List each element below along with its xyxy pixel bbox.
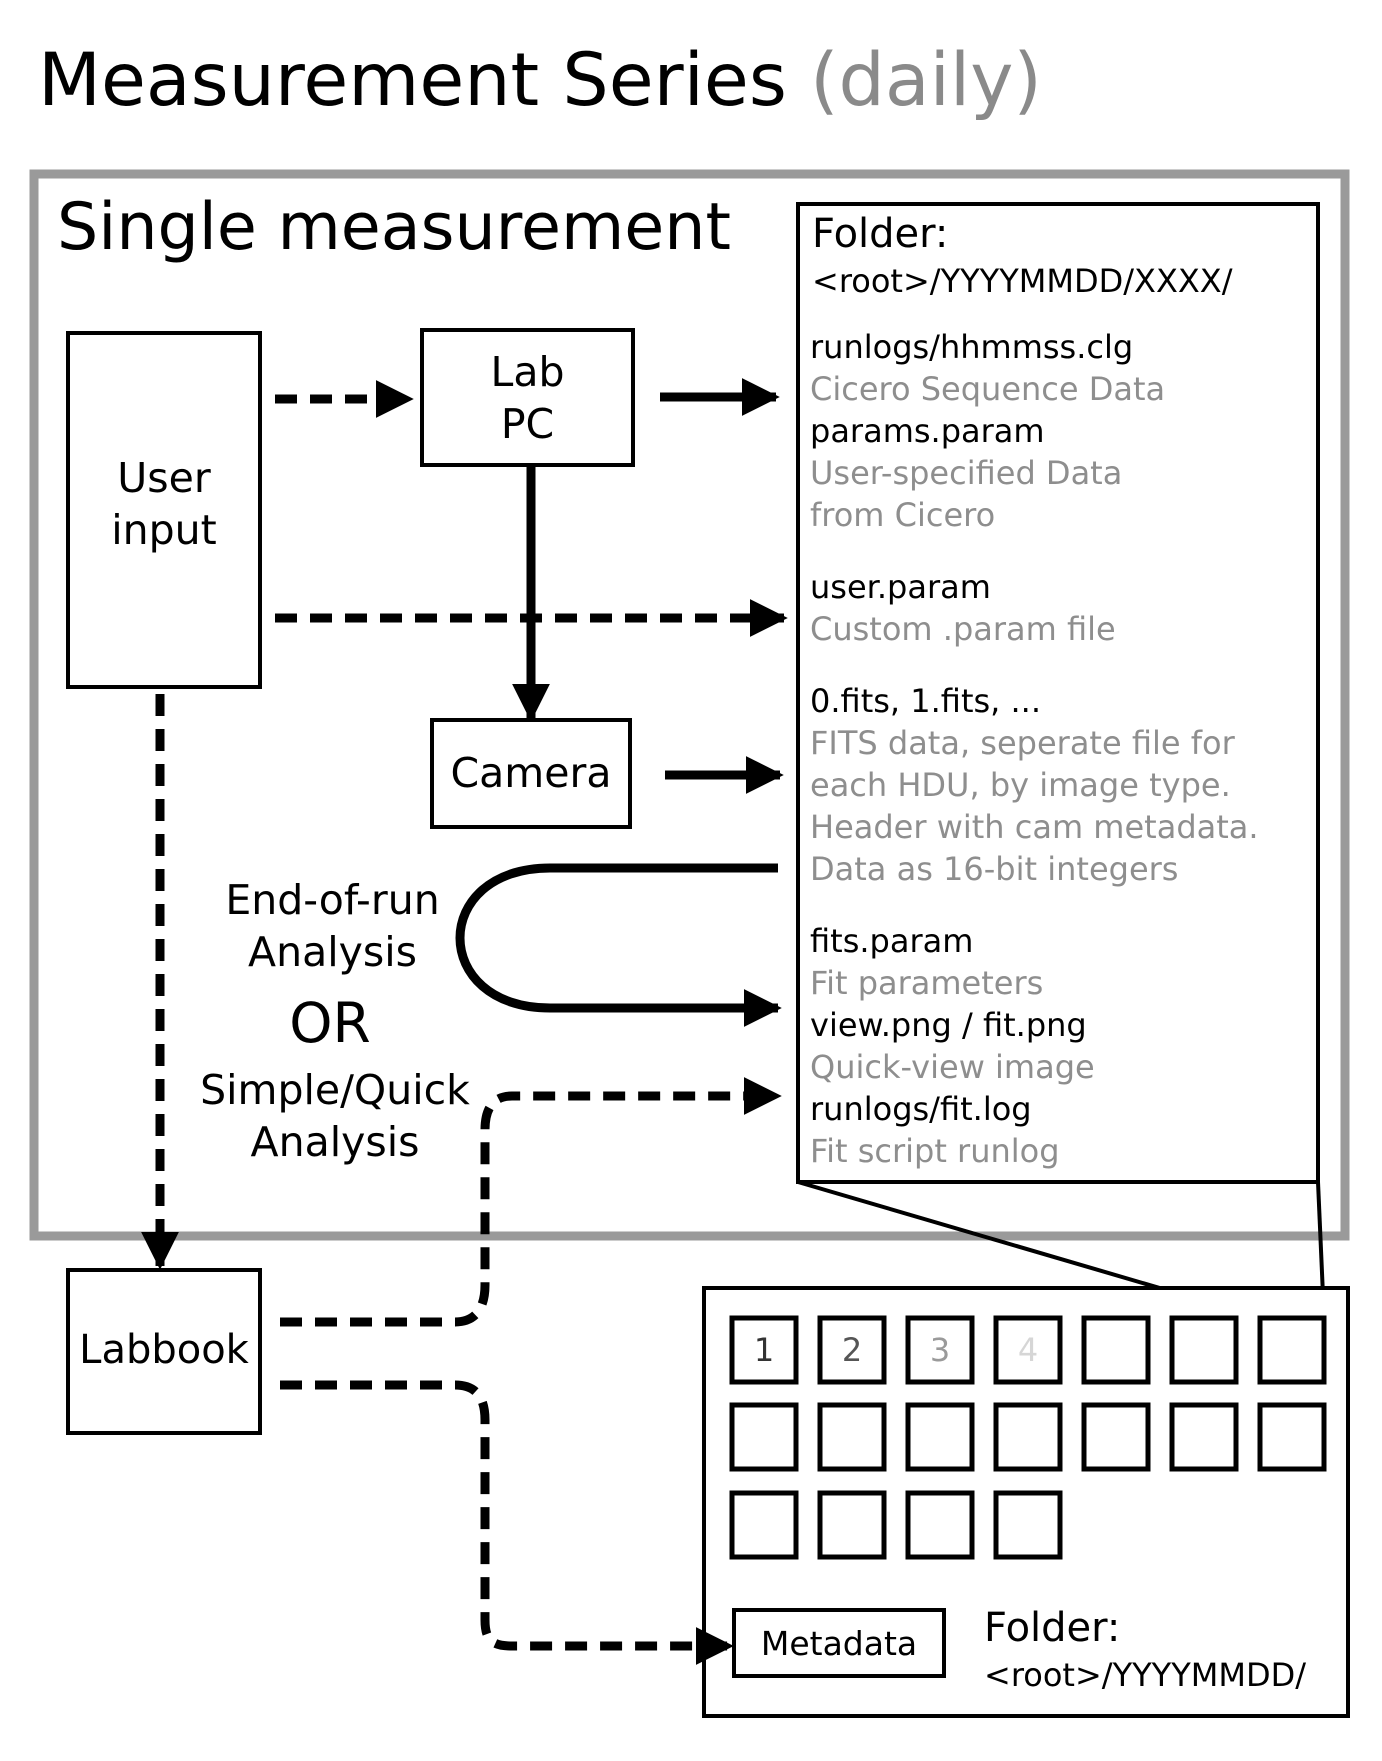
run-cell (817, 1315, 887, 1385)
file-description: User-specified Data from Cicero (810, 454, 1123, 534)
file-entry: fits.param Fit parameters view.png / fit… (810, 920, 1095, 1172)
run-cell (993, 1402, 1063, 1472)
run-cell-label: 3 (929, 1331, 951, 1369)
camera-label: Camera (450, 749, 612, 797)
file-name: user.param (810, 568, 991, 606)
run-cell (993, 1490, 1063, 1560)
run-cell (817, 1490, 887, 1560)
day-folder-path: <root>/YYYYMMDD/ (984, 1656, 1307, 1694)
labbook-box (66, 1268, 262, 1435)
file-description: Custom .param file (810, 610, 1116, 648)
file-entry: user.param Custom .param file (810, 566, 1116, 650)
run-grid (729, 1315, 1327, 1560)
file-description: Fit script runlog (810, 1132, 1060, 1170)
day-folder-label: Folder: (984, 1605, 1121, 1651)
labbook-label: Labbook (79, 1327, 249, 1373)
file-entry: runlogs/hhmmss.clg Cicero Sequence Data … (810, 326, 1165, 536)
run-cell (905, 1490, 975, 1560)
single-measurement-frame (29, 169, 1350, 1241)
title-main: Measurement Series (38, 38, 787, 123)
file-name: runlogs/hhmmss.clg (810, 328, 1134, 366)
lab-pc-label: Lab PC (490, 348, 565, 448)
file-entry: 0.fits, 1.fits, ... FITS data, seperate … (810, 680, 1259, 890)
run-cell (817, 1402, 887, 1472)
user-input-label: User input (111, 454, 217, 554)
metadata-label: Metadata (760, 1624, 918, 1663)
run-cell (729, 1490, 799, 1560)
simple-quick-analysis-label: Simple/Quick Analysis (200, 1066, 470, 1166)
run-cell-label: 1 (753, 1331, 775, 1369)
file-description: Fit parameters (810, 964, 1044, 1002)
file-name: 0.fits, 1.fits, ... (810, 682, 1042, 720)
run-cell (729, 1402, 799, 1472)
run-cell-label: 4 (1017, 1331, 1039, 1369)
run-cell-label: 2 (841, 1331, 863, 1369)
run-cell (1257, 1402, 1327, 1472)
run-cell (1257, 1315, 1327, 1385)
run-folder-path: <root>/YYYYMMDD/XXXX/ (812, 262, 1233, 300)
run-cell (905, 1315, 975, 1385)
file-name: fits.param (810, 922, 974, 960)
run-cell (729, 1315, 799, 1385)
end-of-run-analysis-label: End-of-run Analysis (225, 876, 440, 976)
run-folder-label: Folder: (812, 211, 949, 257)
arrow-labbook-to-folder (280, 1077, 782, 1327)
file-name: runlogs/fit.log (810, 1090, 1032, 1128)
file-name: view.png / fit.png (810, 1006, 1087, 1044)
run-cell (905, 1402, 975, 1472)
run-cell (1081, 1315, 1151, 1385)
run-folder-box (796, 202, 1320, 1184)
file-description: FITS data, seperate file for each HDU, b… (810, 724, 1259, 888)
or-label: OR (289, 991, 371, 1055)
run-cell (1081, 1402, 1151, 1472)
file-description: Quick-view image (810, 1048, 1095, 1086)
run-cell (1169, 1315, 1239, 1385)
run-cell (1169, 1402, 1239, 1472)
file-name: params.param (810, 412, 1045, 450)
single-measurement-label: Single measurement (57, 190, 731, 265)
page-title: Measurement Series (daily) (38, 36, 1042, 126)
arrow-labbook-to-metadata (280, 1380, 734, 1665)
arrow-end-of-run-loop (455, 863, 782, 1027)
user-input-box (66, 331, 262, 689)
file-description: Cicero Sequence Data (810, 370, 1166, 408)
run-cell (993, 1315, 1063, 1385)
title-suffix: (daily) (810, 38, 1042, 123)
metadata-box (732, 1608, 946, 1678)
